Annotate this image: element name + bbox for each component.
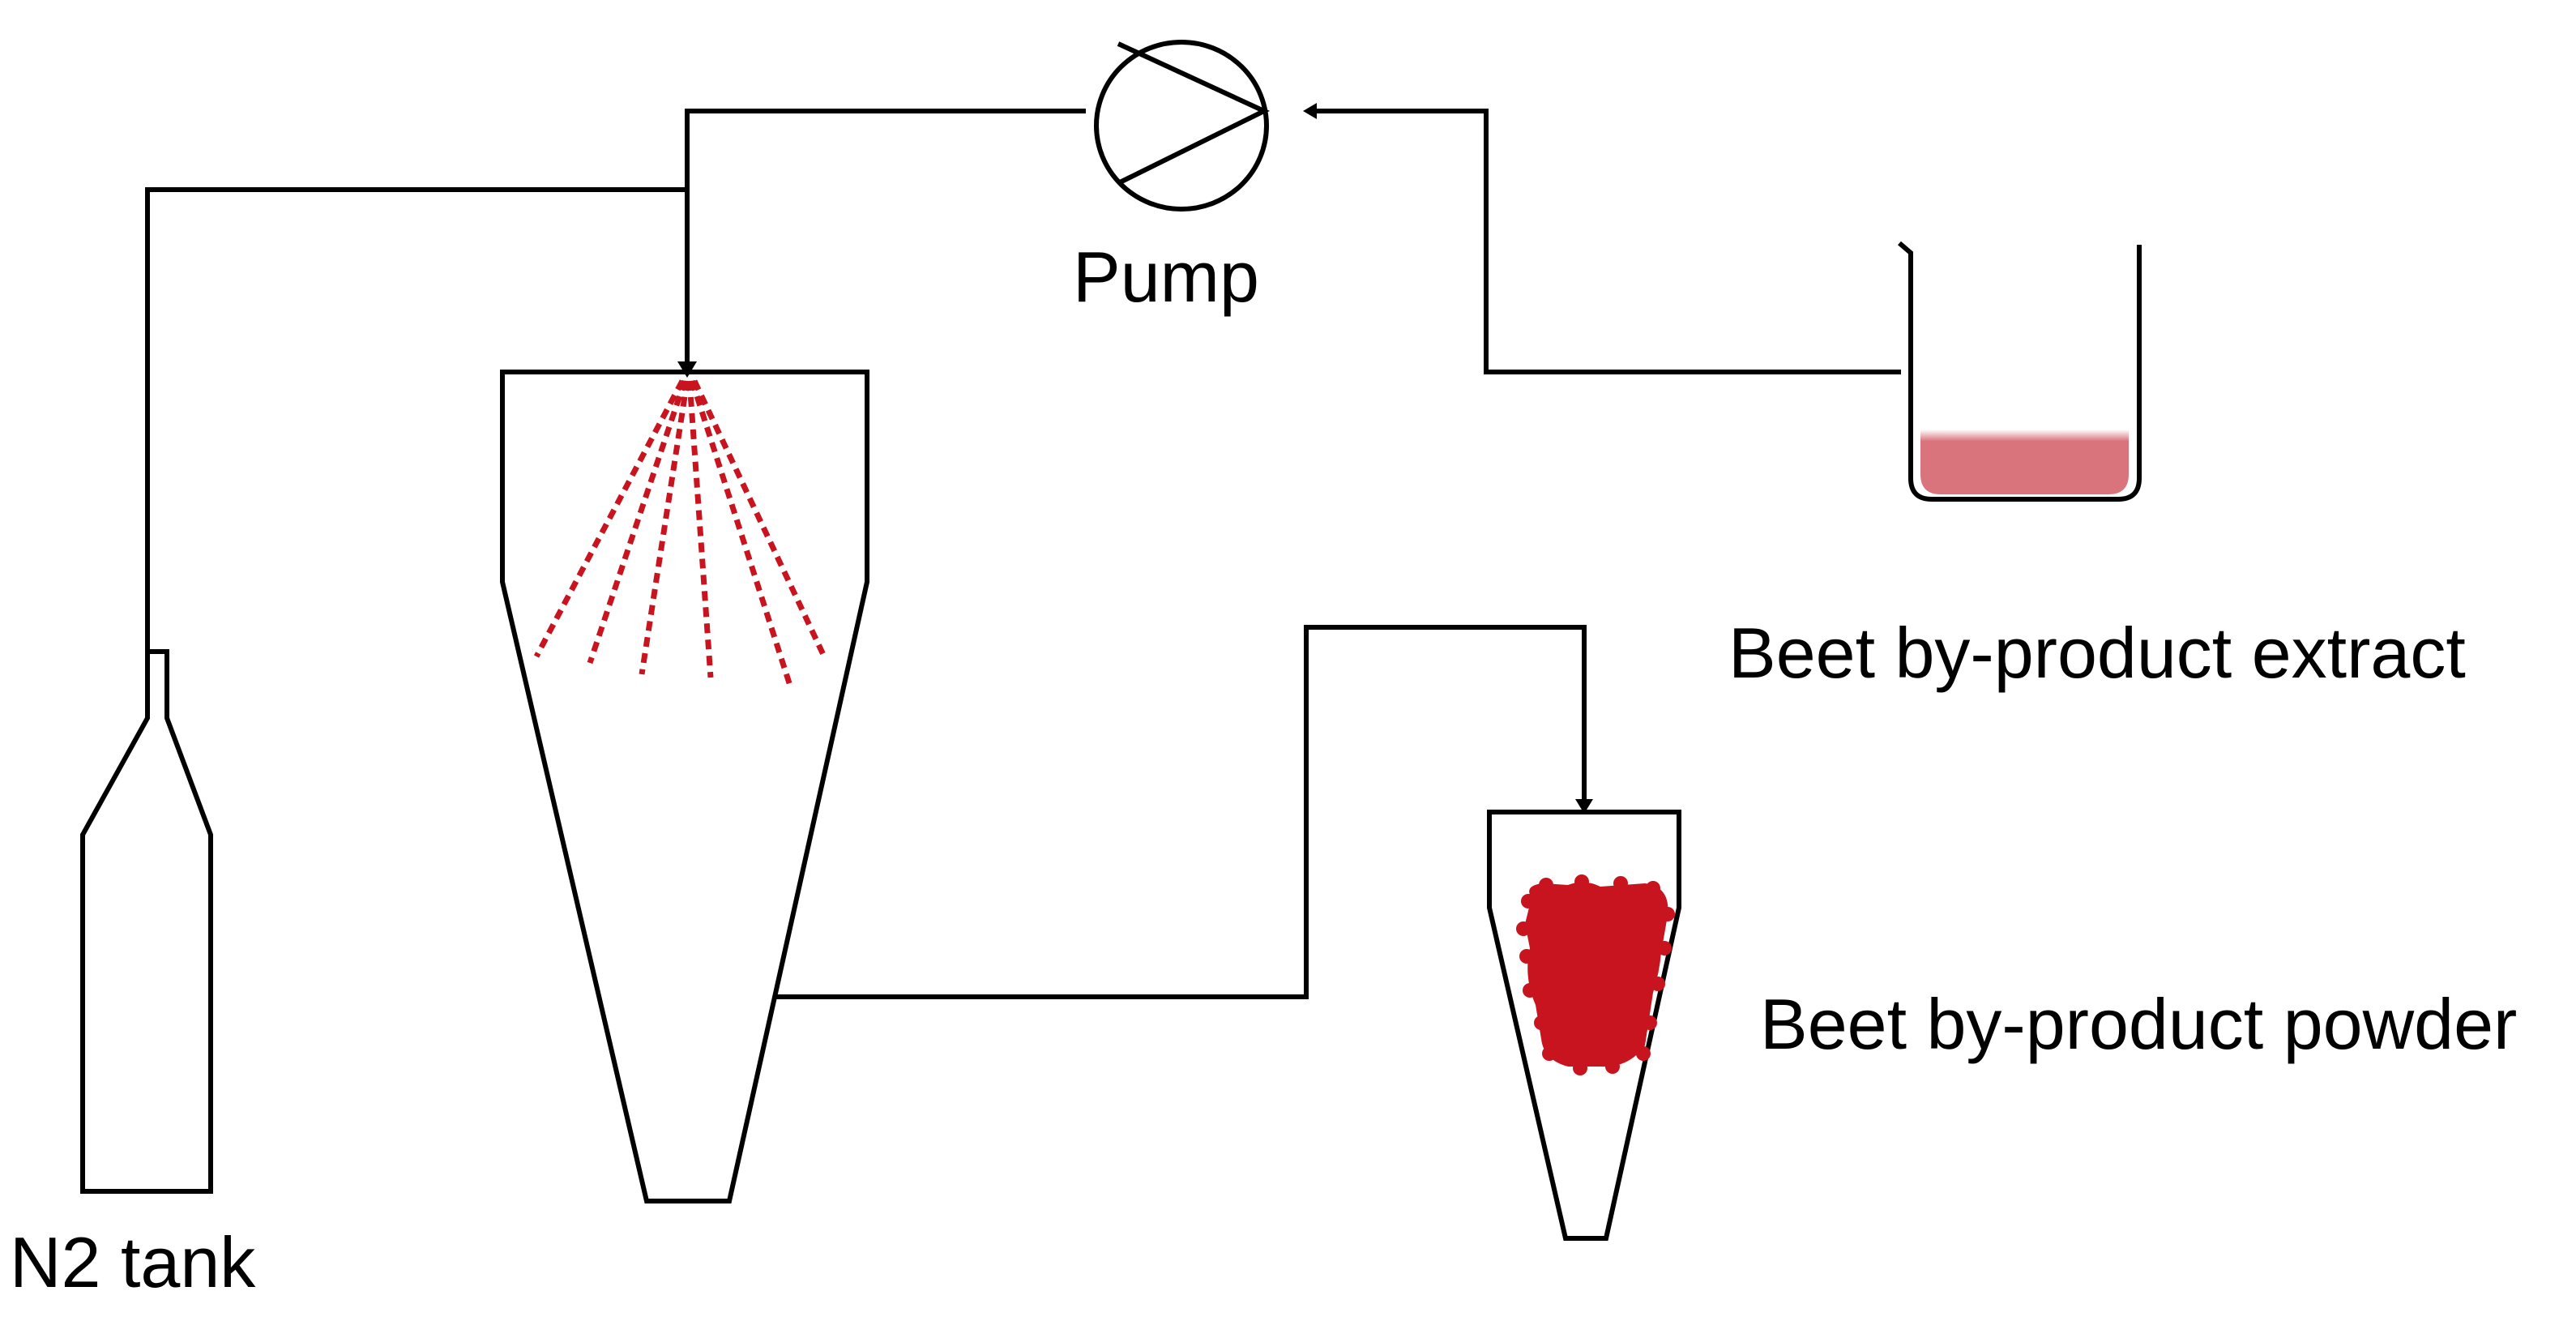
outlet-pipe — [774, 625, 1587, 999]
n2-tank — [80, 649, 213, 1194]
pump-icon — [1094, 40, 1270, 212]
extract-label: Beet by-product extract — [1728, 613, 2466, 693]
feed-pipe — [685, 109, 1086, 365]
extract-pipe — [1317, 109, 1901, 374]
collector-arrow — [1575, 799, 1593, 814]
powder-label: Beet by-product powder — [1760, 984, 2517, 1064]
n2-pipe — [145, 187, 687, 652]
powder-collector — [1487, 810, 1681, 1241]
pump-label: Pump — [1073, 237, 1259, 317]
drying-chamber — [500, 370, 869, 1203]
spray-pattern — [533, 379, 828, 687]
tank-label: N2 tank — [10, 1222, 256, 1302]
pump-inlet-arrow — [1303, 103, 1317, 119]
powder-blob — [1516, 874, 1675, 1075]
beaker-icon — [1898, 241, 2142, 502]
